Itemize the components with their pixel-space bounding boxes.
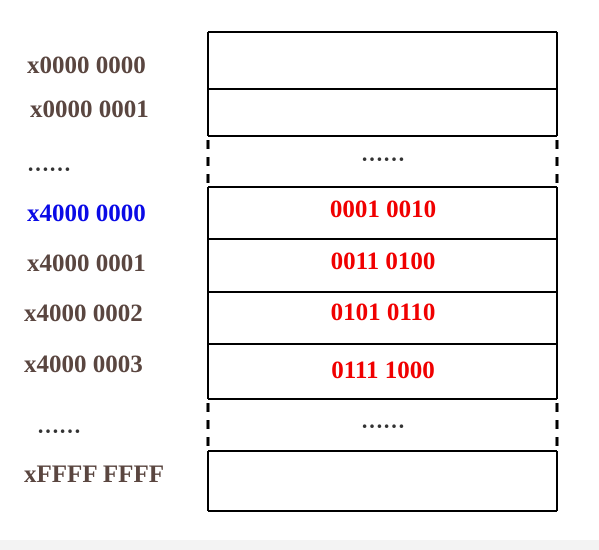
address-label: x0000 0001	[30, 96, 149, 123]
address-ellipsis: ……	[27, 151, 71, 176]
address-label: x4000 0001	[27, 250, 146, 277]
address-label-highlighted: x4000 0000	[27, 200, 146, 227]
address-label: x0000 0000	[27, 52, 146, 79]
cell-value: 0011 0100	[330, 248, 436, 275]
bottom-strip	[0, 540, 599, 550]
address-ellipsis: ……	[37, 413, 81, 438]
cell-ellipsis: ……	[361, 408, 405, 433]
cell-ellipsis: ……	[361, 141, 405, 166]
address-label: x4000 0002	[24, 300, 143, 327]
address-label: xFFFF FFFF	[24, 461, 164, 488]
cell-value: 0111 1000	[331, 357, 435, 384]
cell-value: 0001 0010	[329, 196, 437, 223]
address-label: x4000 0003	[24, 351, 143, 378]
cell-value: 0101 0110	[330, 299, 436, 326]
